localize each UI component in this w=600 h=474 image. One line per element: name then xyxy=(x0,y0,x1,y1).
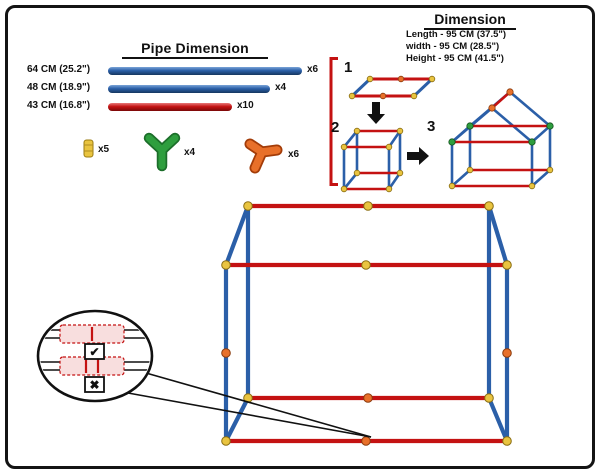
cross-box xyxy=(84,376,105,393)
yellow-connector-icon xyxy=(83,139,94,158)
step-2-number: 2 xyxy=(331,119,340,136)
orange-connector-dots xyxy=(221,348,512,446)
pipe-64-qty: x6 xyxy=(307,64,319,75)
red-bracket xyxy=(329,57,338,186)
pipe-48-qty: x4 xyxy=(275,82,287,93)
pipe-dimension-title: Pipe Dimension xyxy=(122,40,268,59)
check-mark: ✔ xyxy=(89,345,99,359)
orange-connector-qty: x6 xyxy=(288,149,300,160)
green-3way-connector-icon xyxy=(143,132,181,172)
yellow-connector-qty: x5 xyxy=(98,144,110,155)
dimension-height: Height - 95 CM (41.5") xyxy=(406,53,504,64)
pipe-43-bar xyxy=(108,103,232,111)
orange-3way-connector-icon xyxy=(244,138,283,174)
arrow-right-icon xyxy=(407,147,429,165)
dimension-length: Length - 95 CM (37.5") xyxy=(406,29,507,40)
step3-house-diagram xyxy=(448,88,554,190)
main-frame-illustration xyxy=(221,201,512,446)
step-3-number: 3 xyxy=(427,118,436,135)
pipe-43-label: 43 CM (16.8") xyxy=(27,100,91,111)
check-box xyxy=(84,343,105,360)
callout-detail: ✔ ✖ xyxy=(36,309,372,438)
arrow-down-icon xyxy=(367,102,385,124)
yellow-connector-dots xyxy=(221,201,512,446)
step2-cube-diagram xyxy=(340,127,404,193)
step1-base-diagram xyxy=(348,75,436,100)
step-1-number: 1 xyxy=(344,59,353,76)
green-connector-qty: x4 xyxy=(184,147,196,158)
pipe-43-qty: x10 xyxy=(237,100,254,111)
pipe-64-label: 64 CM (25.2") xyxy=(27,64,91,75)
cross-mark: ✖ xyxy=(89,378,99,392)
dimension-title: Dimension xyxy=(424,11,516,30)
pipe-48-label: 48 CM (18.9") xyxy=(27,82,91,93)
pipe-64-bar xyxy=(108,67,302,75)
dimension-width: width - 95 CM (28.5") xyxy=(406,41,500,52)
pipe-48-bar xyxy=(108,85,270,93)
